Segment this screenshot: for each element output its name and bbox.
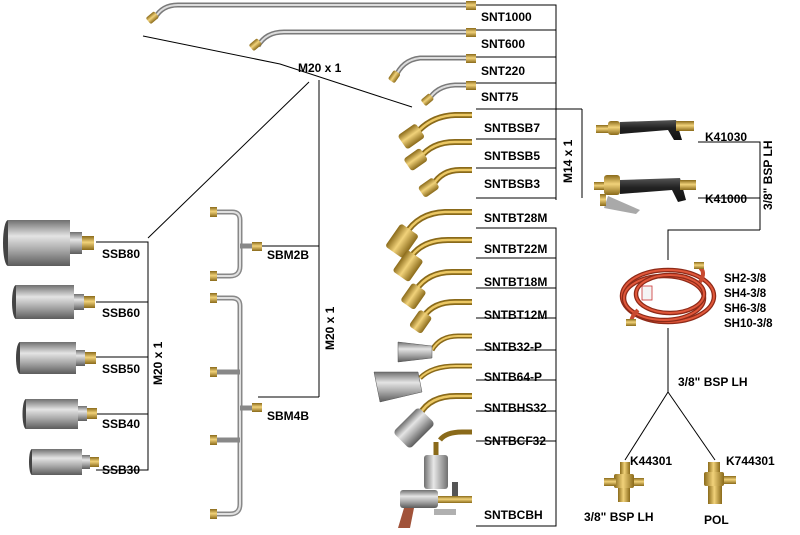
label-pol: POL: [704, 513, 729, 527]
label-sntb64-p: SNTB64-P: [484, 370, 542, 384]
label-ssb40: SSB40: [102, 417, 140, 431]
label-sh10: SH10-3/8: [724, 318, 773, 330]
label-sbm2b: SBM2B: [267, 248, 309, 262]
bracket-burners: [476, 227, 557, 527]
bracket-snt: [476, 4, 557, 200]
label-sntbsb7: SNTBSB7: [484, 121, 540, 135]
bracket-ssb: [96, 241, 149, 471]
label-sh2: SH2-3/8: [724, 273, 767, 285]
label-bsp-right: 3/8" BSP LH: [761, 141, 775, 211]
label-m20-mid: M20 x 1: [323, 306, 337, 350]
line-m20-to-ssb: [147, 81, 310, 239]
label-k44301: K44301: [630, 454, 672, 468]
label-ssb60: SSB60: [102, 306, 140, 320]
hose-coil: [619, 262, 717, 326]
label-sntbcf32: SNTBCF32: [484, 434, 546, 448]
manifolds: [210, 207, 262, 519]
label-k41030: K41030: [705, 130, 747, 144]
label-m20-top: M20 x 1: [298, 61, 342, 75]
label-sbm4b: SBM4B: [267, 409, 309, 423]
label-sntbt18m: SNTBT18M: [484, 275, 547, 289]
brass-burners: [373, 112, 472, 528]
label-k744301: K744301: [726, 454, 775, 468]
label-snt600: SNT600: [481, 37, 525, 51]
label-sntbt12m: SNTBT12M: [484, 308, 547, 322]
label-sntb32-p: SNTB32-P: [484, 340, 542, 354]
label-snt75: SNT75: [481, 90, 519, 104]
label-sh6: SH6-3/8: [724, 303, 767, 315]
label-sntbsb3: SNTBSB3: [484, 177, 540, 191]
extension-tubes: [146, 1, 476, 106]
label-sh4: SH4-3/8: [724, 288, 767, 300]
label-sntbt22m: SNTBT22M: [484, 242, 547, 256]
labels: SNT1000 SNT600 SNT220 SNT75 SNTBSB7 SNTB…: [102, 10, 775, 527]
torch-handles: [594, 120, 696, 214]
valves: [604, 462, 736, 504]
label-sntbcbh: SNTBCBH: [484, 508, 543, 522]
ssb-burners: [3, 220, 99, 475]
label-ssb50: SSB50: [102, 362, 140, 376]
label-sntbhs32: SNTBHS32: [484, 401, 547, 415]
label-snt220: SNT220: [481, 64, 525, 78]
label-k41000: K41000: [705, 192, 747, 206]
line-snt-group: [142, 35, 413, 108]
label-ssb80: SSB80: [102, 247, 140, 261]
label-ssb30: SSB30: [102, 463, 140, 477]
label-bsp-hose: 3/8" BSP LH: [678, 375, 748, 389]
label-bsp-valve: 3/8" BSP LH: [584, 510, 654, 524]
label-sntbsb5: SNTBSB5: [484, 149, 540, 163]
bracket-handles: [698, 141, 761, 230]
label-snt1000: SNT1000: [481, 10, 532, 24]
label-m14: M14 x 1: [561, 139, 575, 183]
connector-lines: [96, 4, 761, 527]
label-m20-left: M20 x 1: [151, 341, 165, 385]
label-sntbt28m: SNTBT28M: [484, 211, 547, 225]
